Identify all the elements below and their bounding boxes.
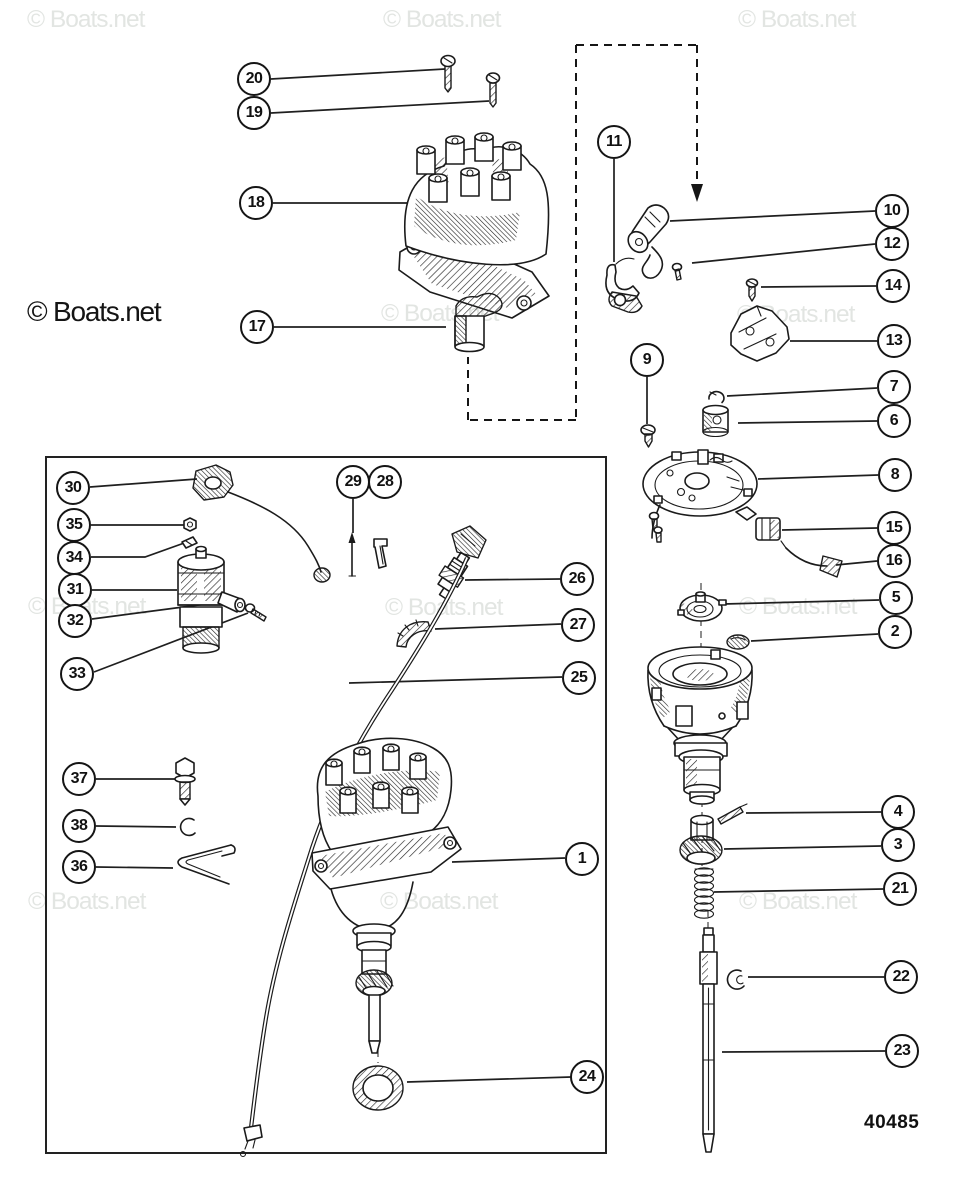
drawing-number: 40485 bbox=[864, 1112, 920, 1133]
watermark: © Boats.net bbox=[380, 888, 498, 915]
part-9-screw bbox=[640, 424, 656, 448]
part-21-spring bbox=[693, 867, 715, 919]
callout-15[interactable]: 15 bbox=[877, 511, 911, 545]
part-8-breaker-plate bbox=[642, 449, 758, 543]
callout-3[interactable]: 3 bbox=[881, 828, 915, 862]
callout-36[interactable]: 36 bbox=[62, 850, 96, 884]
part-24-o-ring bbox=[352, 1065, 404, 1111]
callout-34[interactable]: 34 bbox=[57, 541, 91, 575]
part-13-contact-points bbox=[730, 305, 790, 362]
part-34-terminal bbox=[181, 536, 198, 549]
part-22-e-clip bbox=[726, 969, 745, 990]
callout-26[interactable]: 26 bbox=[560, 562, 594, 596]
watermark: © Boats.net bbox=[738, 6, 856, 33]
distributor-housing bbox=[647, 646, 753, 805]
leader-lines bbox=[89, 68, 886, 1083]
callout-37[interactable]: 37 bbox=[62, 762, 96, 796]
watermark: © Boats.net bbox=[27, 6, 145, 33]
callout-10[interactable]: 10 bbox=[875, 194, 909, 228]
callout-27[interactable]: 27 bbox=[561, 608, 595, 642]
callout-30[interactable]: 30 bbox=[56, 471, 90, 505]
part-17-rotor bbox=[454, 292, 503, 353]
part-20-screw bbox=[440, 54, 456, 93]
part-18-distributor-cap bbox=[398, 132, 550, 319]
callout-31[interactable]: 31 bbox=[58, 573, 92, 607]
part-5-cam-plate bbox=[677, 591, 727, 622]
callout-28[interactable]: 28 bbox=[368, 465, 402, 499]
part-4-pin bbox=[717, 803, 748, 825]
part-15-block bbox=[735, 506, 781, 541]
callout-24[interactable]: 24 bbox=[570, 1060, 604, 1094]
callout-9[interactable]: 9 bbox=[630, 343, 664, 377]
callout-22[interactable]: 22 bbox=[884, 960, 918, 994]
part-3-drive-gear bbox=[679, 814, 723, 865]
callout-25[interactable]: 25 bbox=[562, 661, 596, 695]
callout-17[interactable]: 17 bbox=[240, 310, 274, 344]
callout-1[interactable]: 1 bbox=[565, 842, 599, 876]
callout-33[interactable]: 33 bbox=[60, 657, 94, 691]
part-14-screw bbox=[745, 278, 759, 302]
callout-21[interactable]: 21 bbox=[883, 872, 917, 906]
dashed-connector bbox=[467, 44, 703, 421]
callout-8[interactable]: 8 bbox=[878, 458, 912, 492]
callout-35[interactable]: 35 bbox=[57, 508, 91, 542]
callout-12[interactable]: 12 bbox=[875, 227, 909, 261]
callout-38[interactable]: 38 bbox=[62, 809, 96, 843]
part-25-plug-wire bbox=[239, 525, 487, 1158]
part-2-clip bbox=[726, 634, 750, 650]
callout-32[interactable]: 32 bbox=[58, 604, 92, 638]
callout-5[interactable]: 5 bbox=[879, 581, 913, 615]
part-16-lead-wire bbox=[780, 540, 843, 578]
part-19-screw bbox=[485, 72, 501, 108]
callout-6[interactable]: 6 bbox=[877, 404, 911, 438]
part-12-screw bbox=[671, 262, 683, 281]
part-37-bolt bbox=[174, 757, 196, 806]
callout-4[interactable]: 4 bbox=[881, 795, 915, 829]
part-1-distributor-assembly bbox=[311, 737, 462, 1054]
callout-18[interactable]: 18 bbox=[239, 186, 273, 220]
part-32-terminal bbox=[217, 591, 246, 613]
watermark: © Boats.net bbox=[28, 888, 146, 915]
part-11-bracket-assembly bbox=[605, 246, 664, 314]
callout-29[interactable]: 29 bbox=[336, 465, 370, 499]
part-28-bracket bbox=[373, 538, 388, 569]
callout-20[interactable]: 20 bbox=[237, 62, 271, 96]
part-10-condenser bbox=[627, 204, 670, 254]
part-36-spring-clip bbox=[177, 844, 236, 885]
part-6-cam bbox=[702, 404, 729, 438]
watermark: © Boats.net bbox=[739, 888, 857, 915]
watermark: © Boats.net bbox=[383, 6, 501, 33]
callout-19[interactable]: 19 bbox=[237, 96, 271, 130]
part-33-screw bbox=[244, 603, 267, 622]
watermark-dark: © Boats.net bbox=[27, 296, 162, 327]
callout-11[interactable]: 11 bbox=[597, 125, 631, 159]
callout-13[interactable]: 13 bbox=[877, 324, 911, 358]
callout-23[interactable]: 23 bbox=[885, 1034, 919, 1068]
callout-14[interactable]: 14 bbox=[876, 269, 910, 303]
part-30-coil-wire bbox=[192, 464, 331, 583]
callout-7[interactable]: 7 bbox=[877, 370, 911, 404]
part-35-nut bbox=[183, 517, 197, 532]
part-31-ignition-coil bbox=[177, 545, 225, 654]
callout-2[interactable]: 2 bbox=[878, 615, 912, 649]
part-38-lock-washer bbox=[179, 817, 196, 837]
part-23-shaft bbox=[699, 927, 718, 1153]
parts-group-box bbox=[45, 456, 607, 1154]
part-29-rod bbox=[348, 532, 357, 577]
part-7-clip bbox=[708, 390, 725, 404]
callout-16[interactable]: 16 bbox=[877, 544, 911, 578]
watermark: © Boats.net bbox=[739, 593, 857, 620]
